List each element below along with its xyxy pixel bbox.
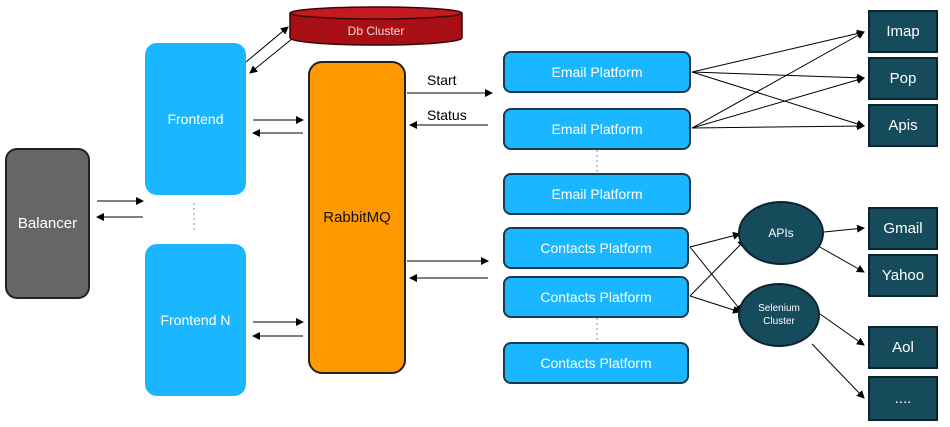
contacts-platform-label: Contacts Platform (540, 355, 652, 371)
yahoo-node: Yahoo (868, 254, 938, 297)
email-platform-node: Email Platform (503, 51, 691, 93)
apis-label: Apis (888, 117, 918, 134)
apis-node: Apis (868, 104, 938, 147)
pop-node: Pop (868, 57, 938, 100)
selenium-cluster-node: Selenium Cluster (738, 283, 820, 347)
email-platform-label: Email Platform (551, 186, 643, 202)
balancer-node: Balancer (5, 148, 90, 299)
email-platform-node: Email Platform (503, 173, 691, 215)
more-services-node: .... (868, 376, 938, 421)
email-platform-node: Email Platform (503, 108, 691, 150)
status-label: Status (427, 107, 467, 123)
apis-connector-node: APIs (738, 201, 824, 265)
email-platform-label: Email Platform (551, 121, 643, 137)
db-cluster-label: Db Cluster (348, 24, 405, 38)
frontend-n-label: Frontend N (160, 312, 231, 328)
aol-node: Aol (868, 326, 938, 369)
gmail-label: Gmail (883, 220, 923, 237)
gmail-node: Gmail (868, 207, 938, 250)
email-platform-label: Email Platform (551, 64, 643, 80)
rabbitmq-node: RabbitMQ (308, 61, 406, 374)
start-label: Start (427, 72, 457, 88)
frontend-n-node: Frontend N (145, 244, 246, 396)
contacts-platform-node: Contacts Platform (503, 342, 689, 384)
pop-label: Pop (889, 70, 917, 87)
balancer-label: Balancer (17, 215, 78, 232)
selenium-cluster-label: Selenium Cluster (758, 303, 800, 327)
contacts-platform-label: Contacts Platform (540, 240, 652, 256)
frontend-node: Frontend (145, 43, 246, 195)
db-cluster-cylinder: Db Cluster (289, 6, 463, 46)
rabbitmq-label: RabbitMQ (323, 209, 391, 226)
apis-connector-label: APIs (768, 226, 794, 240)
more-services-label: .... (894, 390, 912, 407)
contacts-platform-label: Contacts Platform (540, 289, 652, 305)
imap-node: Imap (868, 10, 938, 53)
imap-label: Imap (886, 23, 920, 40)
contacts-platform-node: Contacts Platform (503, 227, 689, 269)
yahoo-label: Yahoo (881, 267, 925, 284)
frontend-label: Frontend (167, 111, 224, 127)
aol-label: Aol (892, 339, 914, 356)
contacts-platform-node: Contacts Platform (503, 276, 689, 318)
